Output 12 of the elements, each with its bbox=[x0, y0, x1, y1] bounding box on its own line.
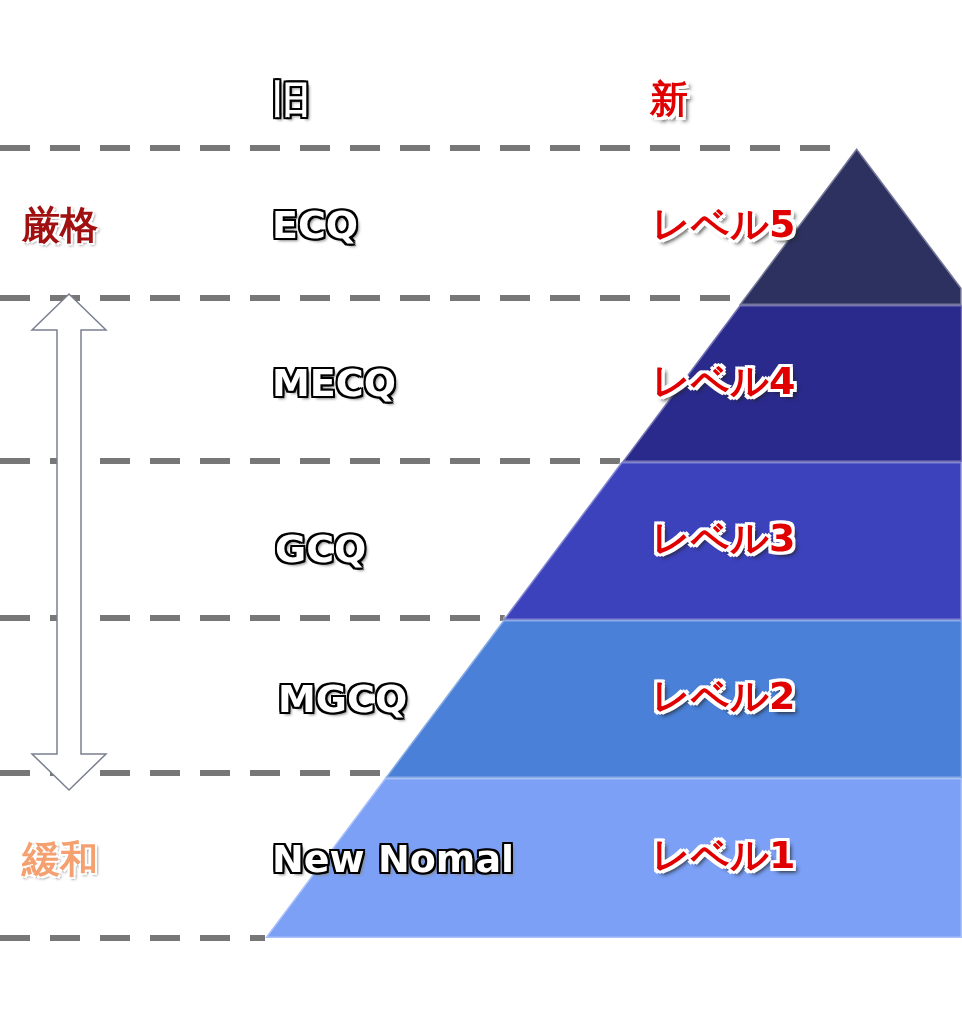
phase-label: New Nomal bbox=[272, 840, 515, 878]
column-header: 新 bbox=[650, 80, 688, 118]
side-label: 厳格 bbox=[22, 206, 98, 244]
pyramid-layer bbox=[621, 305, 962, 462]
pyramid-layer bbox=[503, 462, 962, 620]
level-label: レベル1 bbox=[652, 836, 796, 874]
side-label: 緩和 bbox=[22, 840, 98, 878]
level-label: レベル5 bbox=[652, 204, 796, 243]
level-label: レベル2 bbox=[652, 677, 796, 715]
double-arrow bbox=[30, 292, 108, 792]
pyramid-layer bbox=[265, 778, 962, 938]
level-label: レベル3 bbox=[652, 519, 796, 557]
